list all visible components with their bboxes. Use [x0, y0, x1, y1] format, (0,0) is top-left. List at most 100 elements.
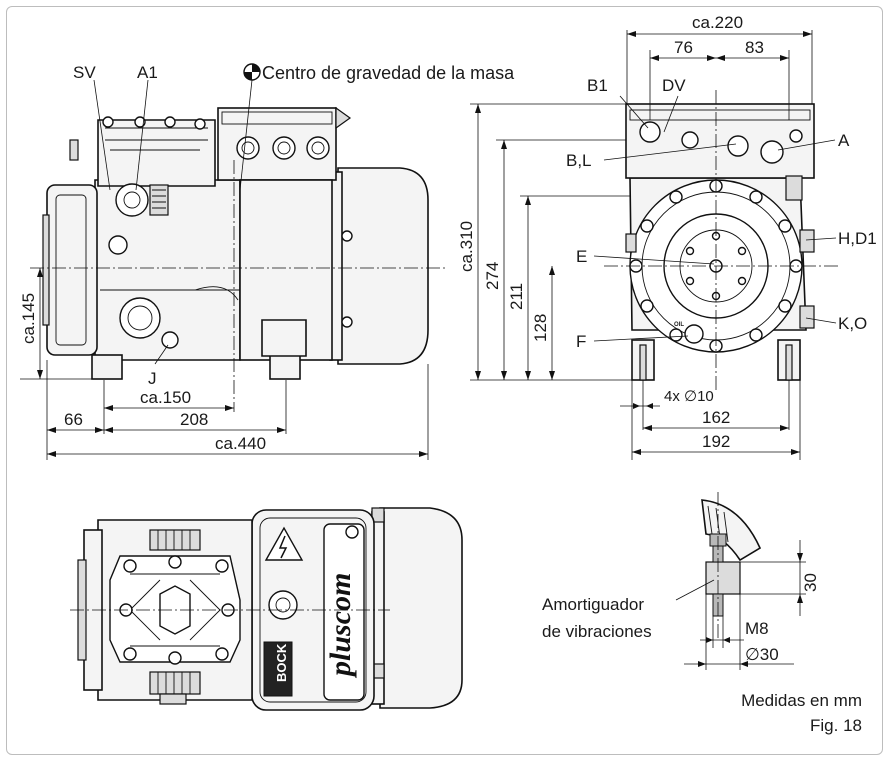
label-f: F: [576, 332, 586, 351]
head-bolt: [194, 118, 206, 130]
damper-label-line2: de vibraciones: [542, 622, 652, 641]
suction-valve: [115, 183, 149, 217]
label-a: A: [838, 131, 850, 150]
leader-bl: [603, 143, 737, 161]
foot-hole: [639, 344, 647, 381]
top-valve-thread: [157, 530, 191, 550]
dim-text-66: 66: [64, 410, 83, 429]
cable-gland: [272, 136, 296, 160]
cable-gland: [236, 136, 260, 160]
side-view: SV A1 Centro de gravedad de la masa J ca…: [19, 63, 515, 460]
warning-triangle: [264, 526, 304, 561]
top-head-bolt: [123, 559, 137, 573]
damper-rubber: [705, 561, 741, 595]
label-j: J: [148, 369, 157, 388]
rear-foot: [269, 354, 301, 380]
dim-text-30-diameter: ∅30: [745, 645, 779, 664]
flange-edge: [42, 214, 50, 326]
damper-label-line1: Amortiguador: [542, 595, 644, 614]
leader-a1: [135, 79, 149, 191]
flange-bolt: [640, 219, 654, 233]
cylinder-head: [97, 119, 216, 187]
leader-dv: [663, 95, 679, 133]
head-bolt: [102, 116, 114, 128]
front-head-lid: [629, 109, 811, 121]
top-head-bolt: [123, 647, 137, 661]
valve-nut: [149, 184, 169, 216]
leader-ko: [805, 317, 837, 324]
label-ko: K,O: [838, 314, 867, 333]
flange-bolt: [749, 328, 763, 342]
leader-j: [154, 344, 169, 365]
foot-hole: [785, 344, 793, 381]
cable-gland: [306, 136, 330, 160]
flange-bolt: [669, 190, 683, 204]
cable-gland-inner: [277, 141, 291, 155]
dim-text-ca310: ca.310: [457, 221, 476, 272]
j-port: [161, 331, 179, 349]
top-head-bolt: [168, 651, 182, 665]
dim-text-ca440: ca.440: [215, 434, 266, 453]
top-suction-valve: [149, 529, 201, 551]
top-valve-cap: [159, 693, 187, 705]
dim-text-30-height: 30: [801, 573, 820, 592]
top-head-bolt: [215, 559, 229, 573]
top-valve-thread: [157, 672, 191, 694]
terminal-box-tab: [335, 106, 352, 130]
flange-bolt: [778, 219, 792, 233]
dim-text-208: 208: [180, 410, 208, 429]
flange-bolt: [669, 328, 683, 342]
side-plug: [69, 139, 79, 161]
oil-sight-glass-inner: [127, 305, 153, 331]
dim-text-ca220: ca.220: [692, 13, 743, 32]
small-plug: [789, 129, 803, 143]
damper-detail: 30 M8 ∅30 Amortiguador de vibraciones: [542, 492, 820, 670]
label-sv: SV: [73, 63, 96, 82]
side-fitting: [799, 305, 815, 329]
head-fins: [105, 127, 208, 151]
label-dv: DV: [662, 76, 686, 95]
front-foot: [91, 354, 123, 380]
flange-bolt: [640, 299, 654, 313]
port-dv: [681, 131, 699, 149]
valve-thread: [152, 189, 166, 209]
side-fitting: [625, 233, 637, 253]
dim-text-ca145: ca.145: [19, 293, 38, 344]
label-e: E: [576, 247, 587, 266]
cog-leader: [239, 79, 253, 191]
flange-bolt: [778, 299, 792, 313]
motor-housing: [337, 167, 429, 365]
dim-arrows: [706, 637, 730, 643]
cog-quadrant: [252, 64, 260, 72]
leader-b1: [619, 95, 649, 129]
front-head: [625, 103, 815, 179]
oil-marking: OIL: [674, 322, 684, 328]
cover-bolt: [737, 246, 747, 256]
dim-arrows: [633, 403, 653, 409]
leader-e: [593, 255, 715, 265]
units-note: Medidas en mm: [741, 691, 862, 710]
maker-marking: BOCK: [274, 643, 289, 682]
top-motor-housing: [379, 507, 463, 709]
oil-sight-glass: [119, 297, 161, 339]
top-cable-gland-inner: [275, 597, 291, 613]
motor-bolt-lower: [341, 316, 353, 328]
dim-text-holes: 4x ∅10: [664, 388, 714, 405]
label-cog: Centro de gravedad de la masa: [262, 63, 515, 83]
top-head-bolt: [168, 555, 182, 569]
cover-bolt: [737, 276, 747, 286]
label-a1: A1: [137, 63, 158, 82]
cable-gland-inner: [241, 141, 255, 155]
leader-sv: [93, 79, 111, 191]
label-b1: B1: [587, 76, 608, 95]
damper-leader: [675, 579, 715, 601]
head-bolt: [134, 116, 146, 128]
brand-plate: [323, 523, 365, 701]
front-flange: [46, 184, 98, 356]
dim-arrows: [650, 55, 789, 61]
figure-number: Fig. 18: [810, 716, 862, 735]
dim-text-192: 192: [702, 432, 730, 451]
leader-hd1: [805, 237, 837, 241]
dim-text-m8: M8: [745, 619, 769, 638]
